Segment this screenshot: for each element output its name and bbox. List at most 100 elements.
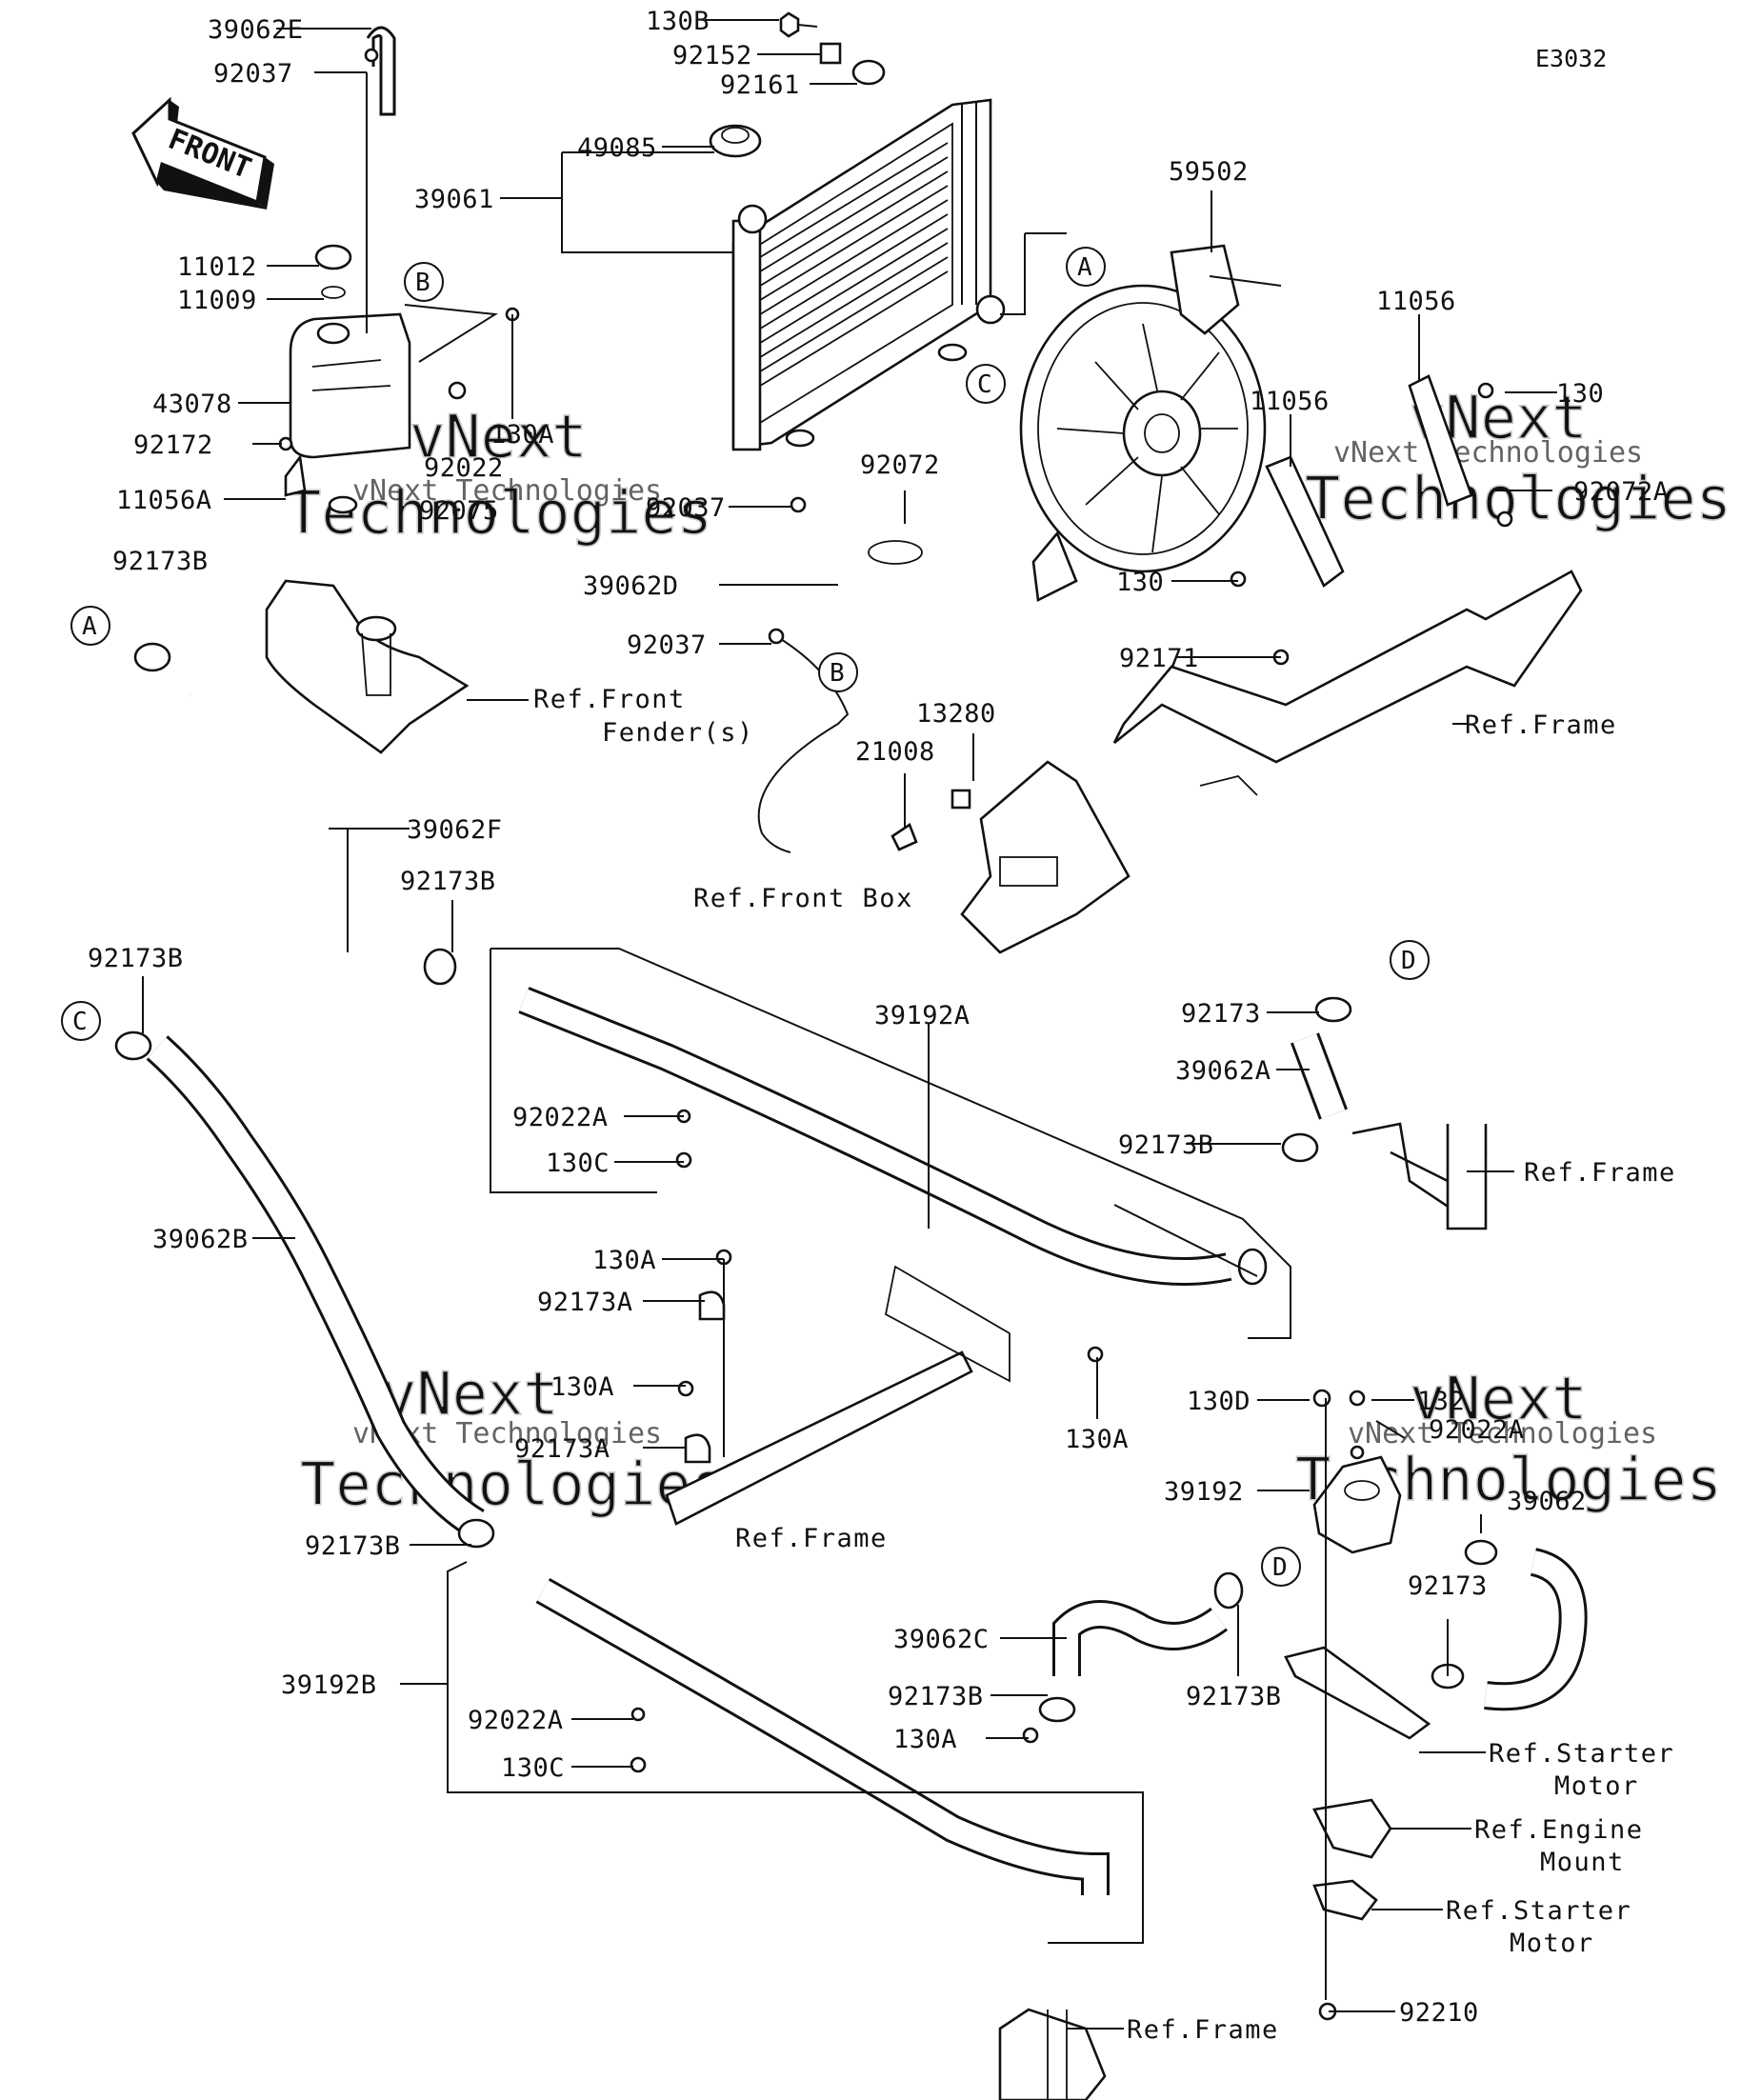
label-43078: 43078 (152, 390, 232, 419)
svg-text:C: C (977, 370, 992, 399)
front-box (960, 760, 1131, 954)
label-92037-low: 92037 (627, 630, 707, 660)
label-130A-b: 130A (550, 1372, 614, 1402)
label-49085: 49085 (577, 133, 657, 163)
radiator-39061 (731, 98, 1006, 451)
starter-motor-bracket-2 (1312, 1879, 1378, 1921)
label-92022A-a: 92022A (512, 1103, 609, 1132)
callout-a-1: A (1066, 247, 1106, 287)
cap-11012 (314, 244, 352, 270)
clamp-icons (114, 540, 1498, 1723)
label-92173B-a: 92173B (112, 547, 209, 576)
bolt-130B (779, 11, 818, 38)
svg-text:vNext: vNext (1410, 1364, 1588, 1433)
ref-front-box: Ref.Front Box (693, 884, 913, 913)
ref-engine-mount-b: Mount (1540, 1848, 1625, 1877)
label-11012: 11012 (177, 252, 257, 282)
label-39062D: 39062D (583, 571, 679, 601)
label-92173A-b: 92173A (514, 1434, 610, 1464)
label-132: 132 (1417, 1387, 1465, 1416)
front-arrow-icon: FRONT (131, 96, 274, 210)
leader-lines (142, 19, 1557, 2030)
label-39062E: 39062E (208, 15, 304, 45)
label-92173B-g: 92173B (1186, 1682, 1282, 1711)
ref-starter-motor-2a: Ref.Starter (1446, 1896, 1631, 1926)
label-92173B-c: 92173B (88, 944, 184, 973)
ref-starter-motor-1a: Ref.Starter (1489, 1739, 1674, 1769)
hose-39062E (366, 26, 396, 116)
bracket-11056A (284, 453, 307, 497)
label-21008: 21008 (855, 737, 935, 767)
label-39062F: 39062F (407, 815, 503, 845)
label-92072: 92072 (860, 450, 940, 480)
callout-d-1: D (1390, 940, 1430, 980)
label-92210: 92210 (1399, 1998, 1479, 2028)
label-130A-d: 130A (893, 1725, 957, 1754)
label-39192B: 39192B (281, 1670, 377, 1700)
diagram-code: E3032 (1535, 45, 1607, 72)
svg-text:Technologies: Technologies (1305, 464, 1731, 533)
gasket-11009 (321, 286, 346, 299)
damper-92075 (328, 495, 358, 514)
label-92173B-d: 92173B (1118, 1130, 1214, 1160)
frame-parts (665, 570, 1583, 2100)
hose-39062D (757, 632, 850, 853)
label-92173-e: 92173 (1408, 1571, 1488, 1601)
ref-starter-motor-1b: Motor (1554, 1771, 1639, 1801)
label-92173B-b: 92173B (400, 867, 496, 896)
label-11056-a: 11056 (1376, 287, 1456, 316)
label-39062B: 39062B (152, 1225, 249, 1254)
engine-mount (1312, 1798, 1392, 1859)
label-130A-tank: 130A (490, 420, 554, 450)
starter-motor-bracket-1 (1284, 1646, 1431, 1740)
ref-frame-4: Ref.Frame (1127, 2015, 1279, 2045)
watermark: vNext Technologies vNext Technologies vN… (285, 382, 1732, 1520)
label-130C-a: 130C (546, 1149, 610, 1178)
callout-b-1: B (404, 262, 444, 302)
bracket-11056-a (1408, 374, 1473, 507)
label-92172: 92172 (133, 430, 213, 460)
ref-engine-mount-a: Ref.Engine (1474, 1815, 1644, 1845)
label-130: 130 (1556, 379, 1604, 409)
label-39061: 39061 (414, 185, 494, 214)
svg-text:vNext Technologies: vNext Technologies (352, 474, 662, 508)
ref-frame-2: Ref.Frame (1524, 1158, 1676, 1188)
label-39062C: 39062C (893, 1625, 990, 1654)
label-92022A-c: 92022A (1429, 1415, 1525, 1445)
label-39192A: 39192A (874, 1001, 971, 1030)
callout-d-2: D (1261, 1547, 1301, 1587)
label-11056-b: 11056 (1250, 387, 1330, 416)
front-fender (265, 579, 470, 754)
label-39062: 39062 (1507, 1487, 1587, 1516)
label-92037-mid: 92037 (646, 493, 726, 523)
label-92173B-e: 92173B (305, 1531, 401, 1561)
label-130D: 130D (1187, 1387, 1251, 1416)
reserve-tank-43078 (289, 312, 411, 459)
ref-starter-motor-2b: Motor (1510, 1929, 1594, 1958)
svg-text:D: D (1272, 1553, 1288, 1582)
thermostat-housing-39192 (1312, 1455, 1402, 1554)
label-11056A: 11056A (116, 486, 212, 515)
svg-text:C: C (72, 1008, 88, 1036)
svg-text:vNext: vNext (381, 1359, 559, 1429)
svg-text:Technologies: Technologies (286, 478, 712, 548)
label-92072A: 92072A (1573, 477, 1670, 507)
svg-text:Technologies: Technologies (300, 1450, 727, 1519)
callout-c-2: C (61, 1001, 101, 1041)
label-92173B-f: 92173B (888, 1682, 984, 1711)
label-92037: 92037 (213, 59, 293, 89)
bolt-icons (278, 48, 1513, 2021)
grommet-13280 (951, 789, 971, 810)
label-92161: 92161 (720, 70, 800, 100)
label-13280: 13280 (916, 699, 996, 729)
svg-text:vNext Technologies: vNext Technologies (1333, 436, 1643, 470)
label-130-fan: 130 (1116, 568, 1164, 597)
label-92171: 92171 (1119, 644, 1199, 673)
fan-assembly-59502 (1019, 244, 1282, 602)
bracket-11056-b (1265, 455, 1345, 588)
collar-92152 (819, 42, 842, 65)
ref-front-fender-1: Ref.Front (533, 685, 686, 714)
label-130A-a: 130A (592, 1246, 656, 1275)
svg-text:B: B (415, 269, 430, 297)
